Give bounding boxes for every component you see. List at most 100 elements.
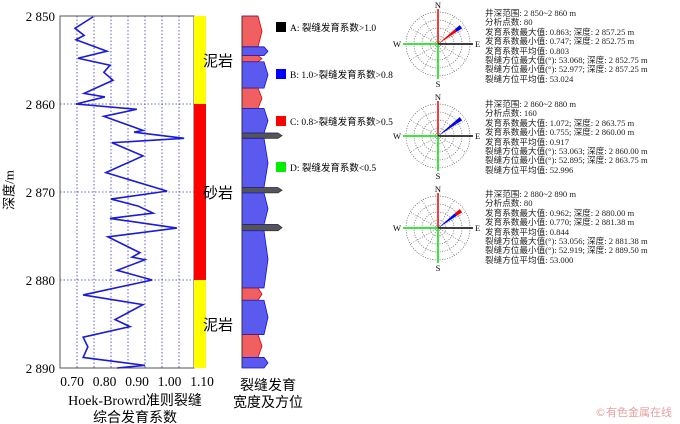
rose-spoke [437, 211, 466, 229]
rose-wedge-outer [454, 25, 463, 32]
rose-spoke [437, 227, 466, 245]
series-line [73, 16, 185, 369]
stat-line: 裂缝方位平均值: 52.996 [485, 164, 574, 175]
rose-spoke [410, 43, 439, 61]
compass-e: E [475, 39, 480, 49]
stat-line: 裂缝方位最小值(°): 52.895; 深度: 2 863.75 m [485, 155, 648, 166]
x-tick-label: 0.90 [125, 374, 149, 389]
stat-line: 井深范围: 2 860~2 880 m [485, 99, 577, 109]
legend-label-D: D: 裂缝发育系数<0.5 [290, 162, 376, 174]
compass-n: N [435, 92, 441, 102]
y-tick-label: 2 860 [26, 97, 55, 112]
stat-line: 发育系数最大值: 1.072; 深度: 2 863.75 m [485, 117, 635, 128]
stat-line: 分析点数: 160 [485, 108, 537, 119]
y-tick-label: 2 880 [26, 273, 55, 288]
width-segment-C [241, 87, 263, 109]
y-tick-label: 2 850 [26, 9, 55, 24]
legend-label-B: B: 1.0>裂缝发育系数>0.8 [290, 69, 393, 81]
legend-label-A: A: 裂缝发育系数>1.0 [290, 22, 376, 34]
width-segment-C [241, 334, 263, 358]
stat-line: 井深范围: 2 880~2 890 m [485, 189, 577, 199]
compass-e: E [475, 131, 480, 141]
width-segment-B [241, 357, 269, 369]
lithology-bar [194, 16, 206, 104]
y-tick-label: 2 890 [26, 361, 55, 376]
lithology-bar [194, 104, 206, 280]
rose-spoke [421, 227, 439, 256]
x-axis-label: Hoek-Browrd准则裂缝 [68, 393, 202, 409]
rose-spoke [410, 119, 439, 137]
rose-wedge-inner [438, 121, 457, 136]
x-tick-label: 0.70 [60, 374, 84, 389]
legend-swatch-A [276, 22, 286, 32]
rose-spoke [437, 43, 455, 72]
rose-spoke [437, 135, 455, 164]
stat-line: 裂缝方位平均值: 53.024 [485, 73, 574, 84]
rose-spoke [437, 16, 455, 45]
width-segment-A [241, 187, 283, 194]
width-segment-B [241, 108, 269, 134]
rose-spoke [421, 135, 439, 164]
rose-spoke [410, 135, 439, 153]
lithology-bar [194, 280, 206, 368]
compass-w: W [393, 223, 401, 233]
rose-spoke [410, 27, 439, 45]
rose-spoke [410, 211, 439, 229]
stat-line: 发育系数最小值: 0.747; 深度: 2 852.75 m [485, 36, 635, 47]
stat-line: 分析点数: 80 [485, 17, 533, 28]
stat-line: 发育系数平均值: 0.844 [485, 226, 570, 237]
stat-line: 裂缝方位最大值(°): 53.056; 深度: 2 881.38 m [485, 235, 648, 246]
compass-s: S [436, 263, 441, 273]
lithology-label: 泥岩 [203, 317, 233, 334]
lithology-label: 砂岩 [203, 185, 233, 202]
stat-line: 发育系数平均值: 0.917 [485, 136, 570, 147]
legend-label-C: C: 0.8>裂缝发育系数>0.5 [290, 116, 393, 128]
width-segment-B [241, 299, 269, 335]
rose-spoke [437, 43, 466, 61]
width-segment-C [241, 15, 263, 48]
width-segment-B [241, 137, 269, 189]
legend-swatch-D [276, 162, 286, 172]
rose-spoke [437, 119, 466, 137]
stat-line: 发育系数最大值: 0.863; 深度: 2 857.25 m [485, 26, 635, 37]
y-tick-label: 2 870 [26, 185, 55, 200]
rose-wedge-outer [454, 209, 463, 216]
lithology-label: 泥岩 [203, 53, 233, 70]
compass-s: S [436, 171, 441, 181]
compass-n: N [435, 0, 441, 10]
rose-diagram-1: N S E W [393, 0, 480, 89]
stat-line: 裂缝方位最大值(°): 53.068; 深度: 2 852.75 m [485, 54, 648, 65]
rose-spoke [421, 16, 439, 45]
width-segment-B [241, 192, 269, 225]
rose-spoke [410, 227, 439, 245]
stat-line: 裂缝方位最大值(°): 53.063; 深度: 2 860.00 m [485, 145, 648, 156]
legend-swatch-C [276, 116, 286, 126]
x-tick-label: 1.10 [190, 374, 214, 389]
stat-line: 井深范围: 2 850~2 860 m [485, 8, 577, 18]
stat-line: 发育系数最大值: 0.962; 深度: 2 880.00 m [485, 207, 635, 218]
rose-spoke [437, 135, 466, 153]
compass-w: W [393, 131, 401, 141]
width-segment-B [241, 230, 269, 289]
compass-s: S [436, 79, 441, 89]
rose-spoke [421, 200, 439, 229]
rose-wedge-inner [438, 213, 457, 228]
y-axis-label: 深度/m [2, 170, 17, 210]
compass-w: W [393, 39, 401, 49]
stat-line: 发育系数最小值: 0.755; 深度: 2 860.00 m [485, 127, 635, 138]
rose-spoke [421, 108, 439, 137]
stat-line: 分析点数: 80 [485, 198, 533, 209]
rose-spoke [421, 43, 439, 72]
x-tick-label: 1.00 [158, 374, 182, 389]
width-segment-C [241, 55, 263, 63]
stat-line: 发育系数平均值: 0.803 [485, 45, 570, 56]
compass-e: E [475, 223, 480, 233]
stat-line: 裂缝方位平均值: 53.000 [485, 254, 574, 265]
compass-n: N [435, 184, 441, 194]
watermark: ©有色金属在线 [595, 406, 672, 419]
width-track-title: 宽度及方位 [233, 394, 303, 411]
stat-line: 裂缝方位最小值(°): 52.919; 深度: 2 889.50 m [485, 245, 648, 256]
legend-swatch-B [276, 69, 286, 79]
width-segment-B [241, 61, 269, 89]
